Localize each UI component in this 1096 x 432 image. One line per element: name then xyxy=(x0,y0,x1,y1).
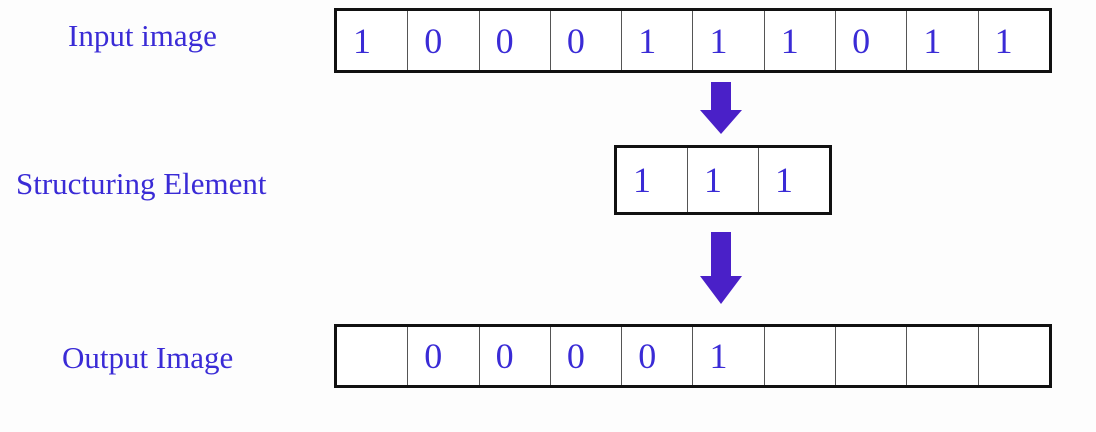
output-cell-7 xyxy=(765,327,837,385)
structuring-element-label: Structuring Element xyxy=(16,166,267,201)
input-cell-9: 1 xyxy=(907,11,979,70)
output-cell-3: 0 xyxy=(480,327,551,385)
output-cell-6: 1 xyxy=(693,327,765,385)
output-cell-1 xyxy=(337,327,409,385)
input-cell-1: 1 xyxy=(337,11,409,70)
output-cell-10 xyxy=(979,327,1049,385)
output-cell-5: 0 xyxy=(622,327,694,385)
input-cell-4: 0 xyxy=(551,11,623,70)
structuring-cell-2: 1 xyxy=(688,148,759,212)
output-image-label: Output Image xyxy=(62,340,234,375)
input-image-label: Input image xyxy=(68,18,217,53)
output-cell-4: 0 xyxy=(551,327,623,385)
input-cell-5: 1 xyxy=(622,11,694,70)
arrow-down-icon xyxy=(700,232,742,304)
input-cell-2: 0 xyxy=(408,11,480,70)
output-cell-2: 0 xyxy=(408,327,480,385)
input-cell-3: 0 xyxy=(480,11,551,70)
output-cell-9 xyxy=(907,327,979,385)
input-cell-8: 0 xyxy=(836,11,908,70)
structuring-cell-3: 1 xyxy=(775,160,793,200)
output-cell-8 xyxy=(836,327,908,385)
structuring-cell-1: 1 xyxy=(617,148,688,212)
arrow-down-icon xyxy=(700,82,742,134)
input-cell-7: 1 xyxy=(765,11,837,70)
input-cell-10: 1 xyxy=(994,20,1013,61)
input-cell-6: 1 xyxy=(693,11,765,70)
